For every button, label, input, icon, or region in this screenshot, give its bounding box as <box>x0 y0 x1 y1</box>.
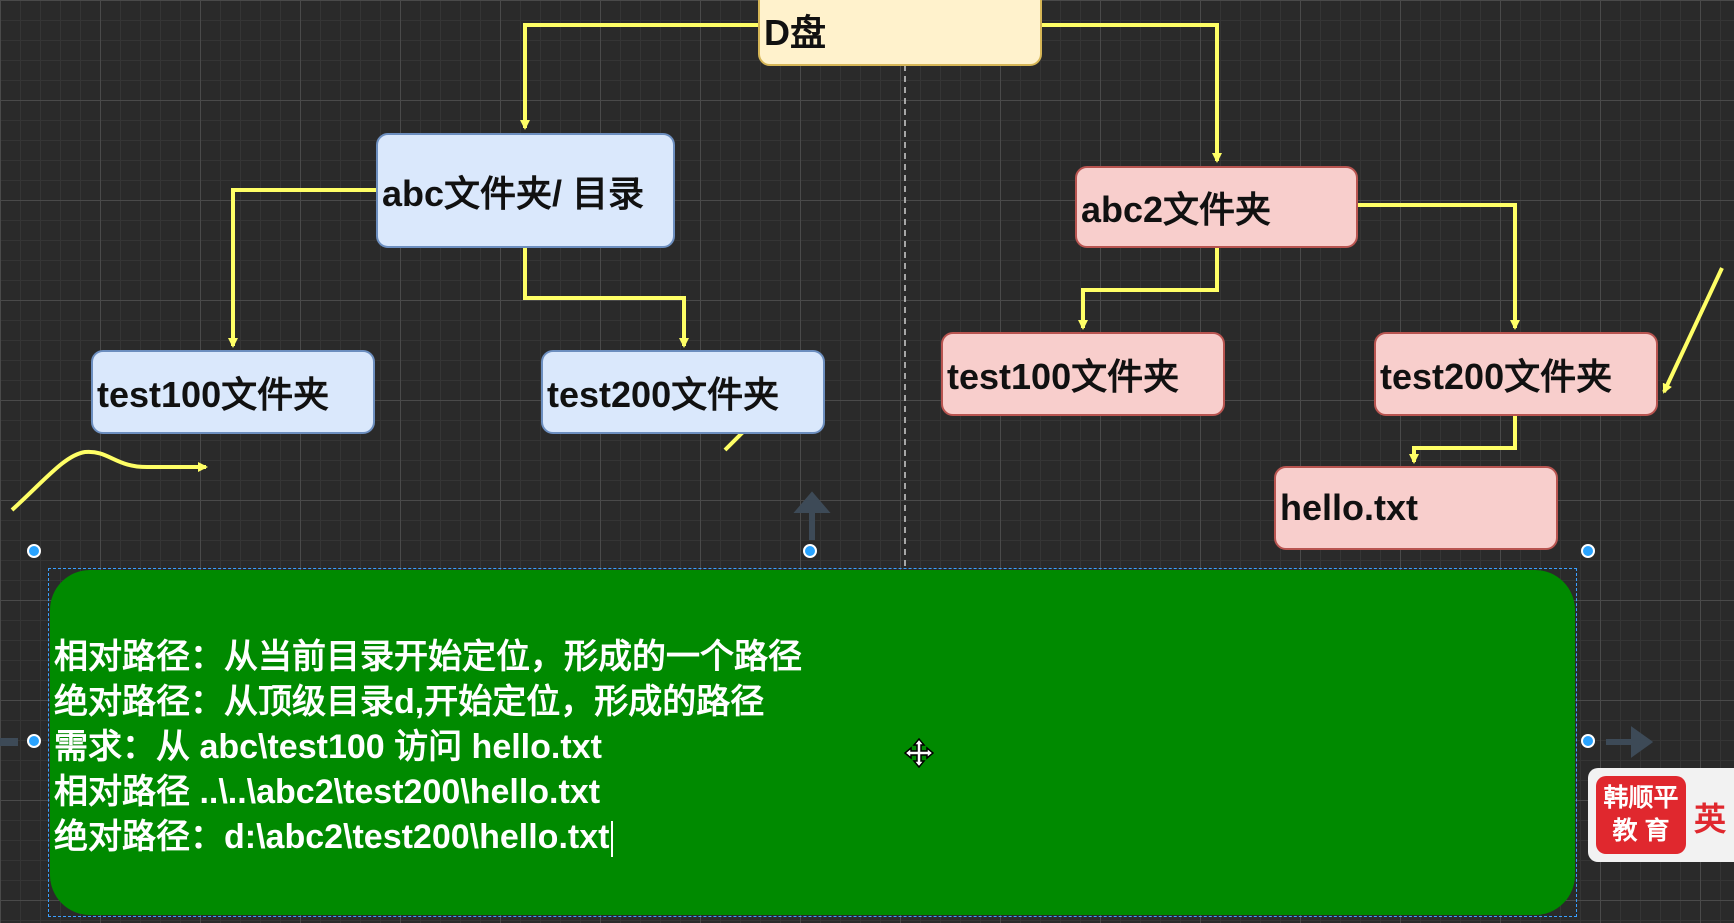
resize-handle-top-right[interactable] <box>1581 544 1595 558</box>
edge-abc-to-test100 <box>228 188 376 348</box>
right-arrow-icon <box>1606 726 1654 758</box>
resize-handle-middle-right[interactable] <box>1581 734 1595 748</box>
node-hello-txt[interactable]: hello.txt <box>1274 466 1558 550</box>
note-line-absolute-path: 绝对路径：d:\abc2\test200\hello.txt <box>54 815 1575 860</box>
note-line-relative-def: 相对路径：从当前目录开始定位，形成的一个路径 <box>54 638 802 676</box>
node-abc2-label: abc2文件夹 <box>1081 189 1272 230</box>
note-line-relative-path: 相对路径 ..\..\abc2\test200\hello.txt <box>54 773 601 811</box>
edge-abc2-to-test100 <box>1078 248 1219 330</box>
annotation-wave-arrow <box>10 449 208 512</box>
node-abc2-test200[interactable]: test200文件夹 <box>1374 332 1658 416</box>
logo-badge: 韩顺平 教 育 <box>1596 776 1686 854</box>
move-cursor-icon <box>904 738 934 768</box>
annotation-right-arrow <box>1662 267 1724 394</box>
node-abc-test200-label: test200文件夹 <box>547 374 780 415</box>
edge-abc2-to-test200 <box>1358 203 1520 330</box>
logo-side-text: 英 <box>1694 801 1727 837</box>
node-d-drive-label: D盘 <box>764 12 826 53</box>
note-line-requirement: 需求：从 abc\test100 访问 hello.txt <box>54 728 602 766</box>
node-abc2[interactable]: abc2文件夹 <box>1075 166 1358 248</box>
edge-d-to-abc2 <box>1042 23 1222 163</box>
node-abc-label: abc文件夹/ 目录 <box>382 172 645 214</box>
logo-text-line1: 韩顺平 <box>1603 784 1679 812</box>
resize-handle-top-center[interactable] <box>803 544 817 558</box>
node-abc-test200[interactable]: test200文件夹 <box>541 350 825 434</box>
note-line-absolute-path-text: 绝对路径：d:\abc2\test200\hello.txt <box>54 818 610 856</box>
node-abc-test100[interactable]: test100文件夹 <box>91 350 375 434</box>
up-arrow-icon <box>793 491 831 540</box>
node-abc[interactable]: abc文件夹/ 目录 <box>376 133 675 248</box>
note-panel[interactable]: 相对路径：从当前目录开始定位，形成的一个路径 绝对路径：从顶级目录d,开始定位，… <box>50 570 1575 915</box>
edge-d-to-abc <box>520 23 758 130</box>
node-abc2-test100[interactable]: test100文件夹 <box>941 332 1225 416</box>
node-hello-txt-label: hello.txt <box>1280 487 1419 528</box>
text-cursor <box>611 821 614 858</box>
note-line-absolute-def: 绝对路径：从顶级目录d,开始定位，形成的路径 <box>54 683 765 721</box>
node-d-drive[interactable]: D盘 <box>758 0 1042 66</box>
node-abc-test100-label: test100文件夹 <box>97 374 330 415</box>
edge-abc-to-test200 <box>523 248 689 348</box>
logo-text-line2: 教 育 <box>1612 817 1670 845</box>
edge-test200-to-hello <box>1409 415 1517 464</box>
resize-handle-top-left[interactable] <box>27 544 41 558</box>
node-abc2-test100-label: test100文件夹 <box>947 356 1180 397</box>
node-abc2-test200-label: test200文件夹 <box>1380 356 1613 397</box>
brand-logo: 韩顺平 教 育 英 <box>1588 768 1734 862</box>
resize-handle-middle-left[interactable] <box>27 734 41 748</box>
